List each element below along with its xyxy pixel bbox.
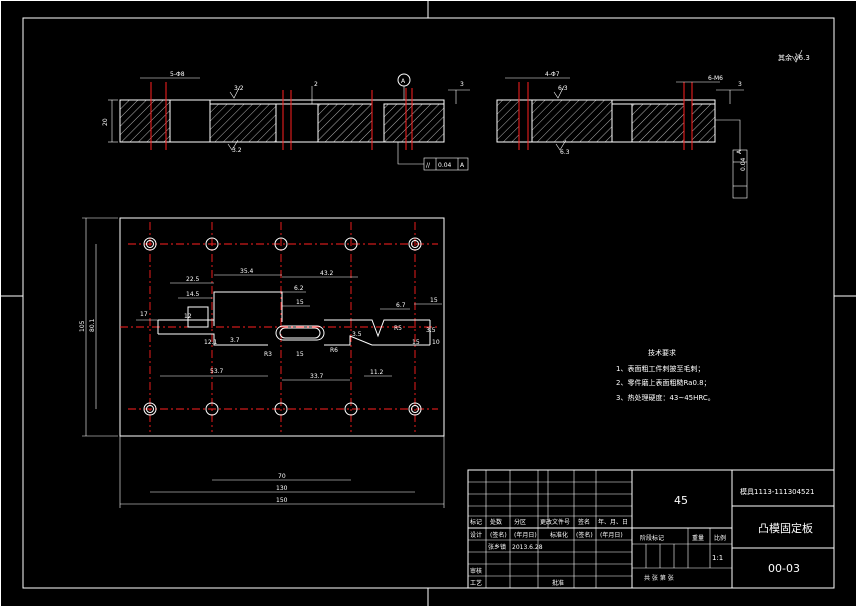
label-zone: 分区 (514, 518, 526, 526)
right-thread-dim: 6-M6 (708, 75, 723, 82)
std-sign: (签名) (576, 531, 593, 539)
dim-r5: R5 (394, 325, 402, 332)
label-std: 标准化 (550, 531, 568, 539)
right-value-3: 3 (738, 81, 742, 88)
dim-10: 10 (432, 339, 440, 346)
plan-view: 22.5 35.4 43.2 14.5 6.2 15 6.7 15 12 17 … (79, 217, 445, 508)
technical-requirements: 技术要求 1、表面粗工件刺披至毛刺； 2、零件磨上表面粗糙Ra0.8； 3、热处… (616, 348, 715, 402)
right-section-view: 4-Φ7 6.3 6.3 6-M6 3 A 0.04 (496, 71, 748, 199)
dim-6-2: 6.2 (294, 285, 304, 292)
material: 45 (674, 494, 688, 507)
tech-req-item-1: 1、表面粗工件刺披至毛刺； (616, 364, 704, 373)
dim-12: 12 (184, 313, 192, 320)
dim-15-d: 15 (296, 351, 304, 358)
stage-marks-label: 阶段标记 (640, 534, 664, 542)
dim-70: 70 (278, 473, 286, 480)
sheets-label: 共 张 第 张 (644, 574, 674, 582)
title-block: 45 模具1113-111304521 凸模固定板 00-03 1:1 阶段标记… (467, 469, 835, 589)
scale-label: 比例 (714, 534, 726, 542)
left-rough-bottom: 3.2 (232, 147, 242, 154)
tech-req-title: 技术要求 (648, 348, 676, 357)
left-value-2: 2 (314, 81, 318, 88)
dim-53-7: 53.7 (210, 368, 224, 375)
right-tol-value: 0.04 (740, 157, 747, 171)
label-count: 处数 (490, 518, 502, 526)
label-process: 工艺 (470, 579, 482, 587)
design-sign: (签名) (490, 531, 507, 539)
label-mark: 标记 (470, 518, 482, 526)
std-date: (年月日) (600, 531, 623, 539)
drafter-name: 张乡镇 (488, 543, 506, 551)
plan-dimensions (82, 217, 445, 508)
dim-11-2: 11.2 (370, 369, 384, 376)
right-tol-datum: A (736, 149, 743, 154)
dim-33-7: 33.7 (310, 373, 324, 380)
dim-22-5: 22.5 (186, 276, 200, 283)
dim-15-c: 15 (412, 339, 420, 346)
dim-15-b: 15 (430, 297, 438, 304)
left-thickness-dim: 20 (102, 118, 109, 126)
dim-3-5-b: 3.5 (426, 327, 436, 334)
design-date: (年月日) (514, 531, 537, 539)
dim-35-4: 35.4 (240, 268, 254, 275)
project-code: 模具1113-111304521 (740, 487, 814, 496)
dim-150: 150 (276, 497, 288, 504)
left-section-view: 20 5-Φ8 3.2 3.2 2 A 3 // 0.04 A (102, 71, 470, 171)
label-change-doc: 更改文件号 (540, 518, 570, 526)
dim-3-5-a: 3.5 (352, 331, 362, 338)
mounting-holes (143, 237, 422, 416)
dim-6-7: 6.7 (396, 302, 406, 309)
dim-r6: R6 (330, 347, 338, 354)
left-tol-symbol: // (426, 162, 431, 169)
label-review: 审核 (470, 567, 482, 575)
tech-req-item-2: 2、零件磨上表面粗糙Ra0.8； (616, 378, 711, 387)
draw-date: 2013.6.28 (512, 544, 543, 551)
label-date: 年、月、日 (598, 518, 628, 526)
dim-14-5: 14.5 (186, 291, 200, 298)
left-tol-datum: A (460, 162, 465, 169)
punch-cavity (157, 291, 431, 346)
dim-80-1: 80.1 (89, 318, 96, 332)
dim-17: 17 (140, 311, 148, 318)
drawing-number: 00-03 (768, 562, 800, 575)
scale-value: 1:1 (712, 554, 723, 562)
right-rough-bottom: 6.3 (560, 149, 570, 156)
roughness-note: 其余 ∛6.3 (778, 53, 810, 62)
dim-r3: R3 (264, 351, 272, 358)
right-holes-dim: 4-Φ7 (545, 71, 560, 78)
dim-105: 105 (79, 320, 86, 332)
dim-43-2: 43.2 (320, 270, 334, 277)
left-holes-dim: 5-Φ8 (170, 71, 185, 78)
left-tol-value: 0.04 (438, 162, 452, 169)
label-approve: 批准 (552, 579, 564, 587)
dim-15-a: 15 (296, 299, 304, 306)
left-value-3: 3 (460, 81, 464, 88)
tech-req-item-3: 3、热处理硬度：43~45HRC。 (616, 393, 715, 402)
dim-3-7: 3.7 (230, 337, 240, 344)
dim-12-1: 12.1 (204, 339, 218, 346)
roughness-symbol-icon (791, 49, 803, 63)
label-design: 设计 (470, 531, 482, 539)
part-name: 凸模固定板 (758, 521, 813, 535)
dim-130: 130 (276, 485, 288, 492)
label-sign: 签名 (578, 518, 590, 526)
weight-label: 重量 (692, 534, 704, 542)
datum-a: A (401, 78, 406, 85)
